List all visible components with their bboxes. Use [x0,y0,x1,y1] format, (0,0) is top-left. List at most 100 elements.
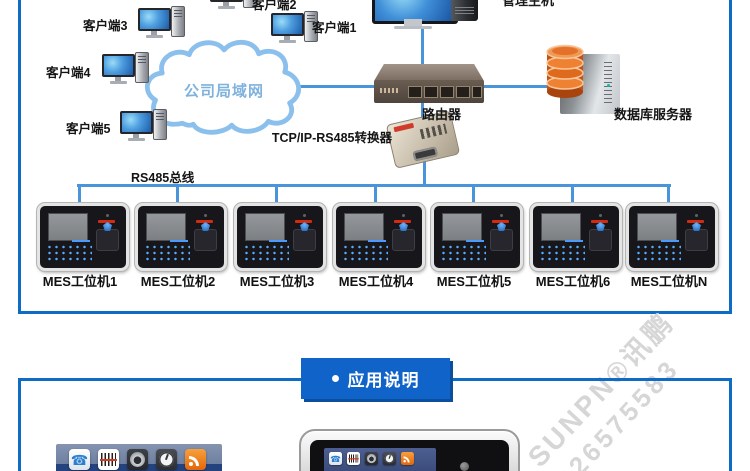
router-top-face [374,64,484,81]
terminal-screen [442,213,482,241]
terminal-label: MES工位机N [630,274,708,289]
terminal-label: MES工位机4 [338,274,414,289]
terminal-keypad [440,244,486,262]
terminal-indicator [98,220,115,223]
rss-app-icon [400,452,414,466]
monitor-icon [102,54,135,77]
terminal-logo [201,222,210,231]
terminal-screen [541,213,581,241]
host-tower-icon [451,0,478,21]
terminal-keypad [539,244,585,262]
rss-app-icon [185,449,206,470]
monitor-base [128,138,145,141]
terminal-logo [497,222,506,231]
router-port [408,86,422,98]
database-cylinders-icon [544,42,586,105]
tower-icon [243,0,257,8]
section-banner: 应用说明 [301,358,450,399]
client3-pc-icon [138,6,185,40]
monitor-stand [151,31,157,35]
client4-label: 客户端4 [46,66,91,80]
bus-drop-2 [176,184,179,206]
terminal-body [135,203,227,271]
terminal-screen [245,213,285,241]
database-label: 数据库服务器 [614,107,693,122]
line-router-converter [421,100,424,122]
monitor-icon [138,8,171,31]
barcode-app-icon [98,449,119,470]
mes-terminal-n: MES工位机N [626,203,718,295]
terminal-keypad [46,244,92,262]
router-port [472,86,482,98]
terminal-trim [170,240,188,242]
terminal-keypad [144,244,190,262]
device-icon-row: ☎ [329,452,414,466]
tower-icon [304,11,318,42]
terminal-body [333,203,425,271]
gauge-app-icon [127,449,148,470]
terminal-indicator [687,220,704,223]
bus-drop-4 [374,184,377,206]
host-monitor-stand [404,19,422,27]
line-cloud-router [298,85,382,88]
terminal-led [695,214,698,217]
host-monitor-base [394,26,432,29]
monitor-base [218,6,235,9]
bus-drop-5 [472,184,475,206]
device-screen: ☎ [324,448,436,471]
client4-pc-icon [102,52,149,86]
monitor-icon [120,111,153,134]
client2-pc-icon [210,0,257,11]
client3-label: 客户端3 [83,19,128,33]
line-converter-bus [423,158,426,187]
clock-app-icon [382,452,396,466]
client1-pc-icon [271,11,318,45]
host-label: 管理主机 [502,0,555,8]
router-icon [374,64,484,104]
mes-device-photo: ☎ [299,429,520,471]
terminal-logo [399,222,408,231]
terminal-trim [565,240,583,242]
tower-icon [135,52,149,83]
terminal-led [204,214,207,217]
terminal-keypad [635,244,681,262]
router-label: 路由器 [422,107,462,122]
terminal-screen [344,213,384,241]
rfid-reader-icon [392,229,415,251]
terminal-screen [637,213,677,241]
mes-terminal-3: MES工位机3 [234,203,326,295]
terminal-trim [72,240,90,242]
app-icon-row: ☎ [69,449,206,470]
server-led [607,84,610,87]
barcode-app-icon [346,452,360,466]
gauge-app-icon [364,452,378,466]
terminal-logo [103,222,112,231]
line-router-database [480,85,548,88]
terminal-led [402,214,405,217]
phone-app-icon: ☎ [329,452,343,466]
terminal-logo [300,222,309,231]
client1-label: 客户端1 [312,21,357,35]
terminal-screen [146,213,186,241]
monitor-base [146,35,163,38]
mes-terminal-1: MES工位机1 [37,203,129,295]
monitor-stand [284,36,290,40]
rfid-reader-icon [685,229,708,251]
router-port [424,86,438,98]
tower-icon [153,109,167,140]
cloud-shape [144,40,301,135]
terminal-indicator [492,220,509,223]
terminal-screen [48,213,88,241]
monitor-stand [115,77,121,81]
terminal-body [234,203,326,271]
router-leds [380,88,398,93]
terminal-label: MES工位机3 [239,274,315,289]
rfid-reader-icon [490,229,513,251]
mes-terminal-6: MES工位机6 [530,203,622,295]
cloud-label: 公司局域网 [183,83,264,100]
phone-app-icon: ☎ [69,449,90,470]
terminal-body [37,203,129,271]
terminal-led [106,214,109,217]
terminal-label: MES工位机5 [436,274,512,289]
terminal-indicator [394,220,411,223]
